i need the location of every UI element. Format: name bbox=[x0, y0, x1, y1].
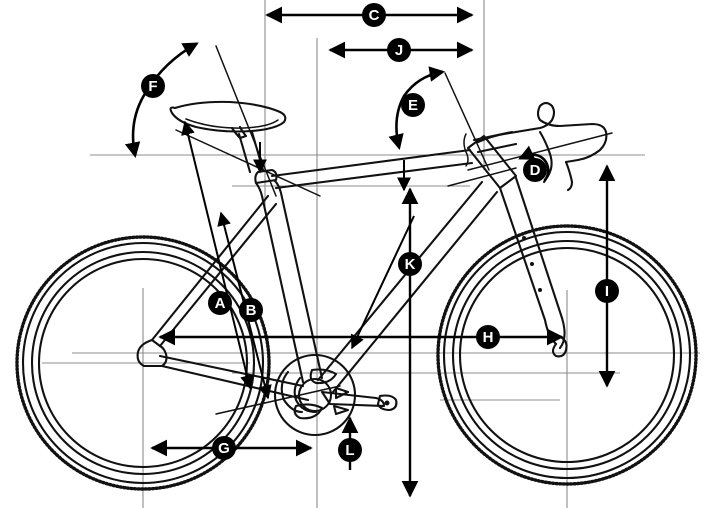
badge-C-circle bbox=[362, 3, 386, 27]
handlebar-axis-line bbox=[467, 132, 613, 171]
fork-mount-hole-2 bbox=[530, 262, 534, 266]
badge-A[interactable]: A bbox=[208, 291, 232, 315]
badge-H-label: H bbox=[483, 329, 494, 346]
handlebar-tops bbox=[476, 101, 608, 164]
badge-I-circle bbox=[595, 279, 619, 303]
seat-tube-left-edge bbox=[254, 181, 305, 384]
badge-I-label: I bbox=[605, 283, 609, 300]
front-wheel bbox=[436, 224, 698, 486]
front-rim-inner bbox=[458, 246, 676, 464]
seat-tube-axis-extension bbox=[215, 45, 277, 197]
head-tube-axis-extension bbox=[444, 72, 490, 171]
badge-J[interactable]: J bbox=[387, 38, 411, 62]
chainring-cutout-bottom bbox=[293, 403, 324, 420]
angle-arc-F bbox=[124, 42, 199, 159]
badge-I[interactable]: I bbox=[595, 279, 619, 303]
badge-D-circle bbox=[523, 158, 547, 182]
crank-arm-rear bbox=[280, 370, 304, 414]
badge-L-label: L bbox=[345, 442, 354, 459]
brake-lever-hood-left bbox=[538, 130, 553, 184]
spacer-stack bbox=[463, 133, 469, 167]
bicycle-frame bbox=[136, 45, 613, 437]
chainring-cutout-right-lower bbox=[332, 404, 350, 416]
badge-K[interactable]: K bbox=[398, 252, 422, 276]
badge-G[interactable]: G bbox=[212, 436, 236, 460]
stem-axis-line bbox=[447, 167, 517, 187]
fork-mount-hole-1 bbox=[522, 236, 526, 240]
stem-bottom bbox=[476, 142, 518, 154]
badge-E-label: E bbox=[408, 97, 418, 114]
pointer-arrow-to-down-tube bbox=[351, 215, 415, 350]
badge-B-circle bbox=[239, 298, 263, 322]
badge-H[interactable]: H bbox=[476, 325, 500, 349]
angle-arcs bbox=[124, 42, 550, 182]
chainline-thin bbox=[215, 385, 341, 415]
fork-mount-hole-3 bbox=[538, 288, 542, 292]
saddle-underline bbox=[185, 118, 279, 129]
badge-H-circle bbox=[476, 325, 500, 349]
top-tube-lower bbox=[274, 161, 474, 190]
head-tube bbox=[466, 134, 518, 190]
badge-C-label: C bbox=[369, 7, 380, 24]
front-tire-tread bbox=[436, 224, 698, 486]
badge-K-label: K bbox=[405, 256, 416, 273]
badge-E-circle bbox=[401, 93, 425, 117]
top-tube-upper bbox=[270, 148, 472, 178]
badge-D[interactable]: D bbox=[523, 158, 547, 182]
badge-F-circle bbox=[141, 74, 165, 98]
badge-C[interactable]: C bbox=[362, 3, 386, 27]
front-rim-outer bbox=[451, 239, 683, 471]
badge-F-label: F bbox=[148, 78, 157, 95]
badge-K-circle bbox=[398, 252, 422, 276]
crank-arm-front bbox=[320, 390, 386, 408]
badge-L[interactable]: L bbox=[338, 438, 362, 462]
brake-lever-hood-right bbox=[564, 160, 574, 192]
badge-B[interactable]: B bbox=[239, 298, 263, 322]
angle-arc-E bbox=[388, 66, 446, 151]
chainring-cutout-top bbox=[309, 368, 338, 385]
badge-G-circle bbox=[212, 436, 236, 460]
badge-D-label: D bbox=[530, 162, 541, 179]
badge-A-label: A bbox=[215, 295, 226, 312]
badge-A-circle bbox=[208, 291, 232, 315]
badge-F[interactable]: F bbox=[141, 74, 165, 98]
seat-collar bbox=[254, 168, 278, 185]
pedal-spindle bbox=[376, 394, 398, 412]
down-tube-upper bbox=[316, 180, 484, 382]
badge-L-circle bbox=[338, 438, 362, 462]
seatpost-left bbox=[237, 132, 252, 174]
measurement-badges: A B C D E F bbox=[141, 3, 619, 462]
front-tire-outer bbox=[442, 230, 692, 480]
seat-stay-lower bbox=[158, 202, 278, 348]
bb-shell bbox=[293, 376, 318, 414]
badge-J-label: J bbox=[395, 42, 403, 59]
front-dropout bbox=[551, 336, 568, 358]
pedal-axle-dot bbox=[384, 400, 390, 406]
angle-arc-D bbox=[518, 145, 550, 182]
fork-blade-right bbox=[514, 176, 566, 350]
badge-G-label: G bbox=[218, 440, 230, 457]
rear-dropout bbox=[136, 338, 168, 368]
seat-tube-right-edge bbox=[273, 179, 324, 380]
badge-E[interactable]: E bbox=[401, 93, 425, 117]
badge-B-label: B bbox=[246, 302, 257, 319]
badge-J-circle bbox=[387, 38, 411, 62]
stem-top bbox=[472, 130, 514, 142]
